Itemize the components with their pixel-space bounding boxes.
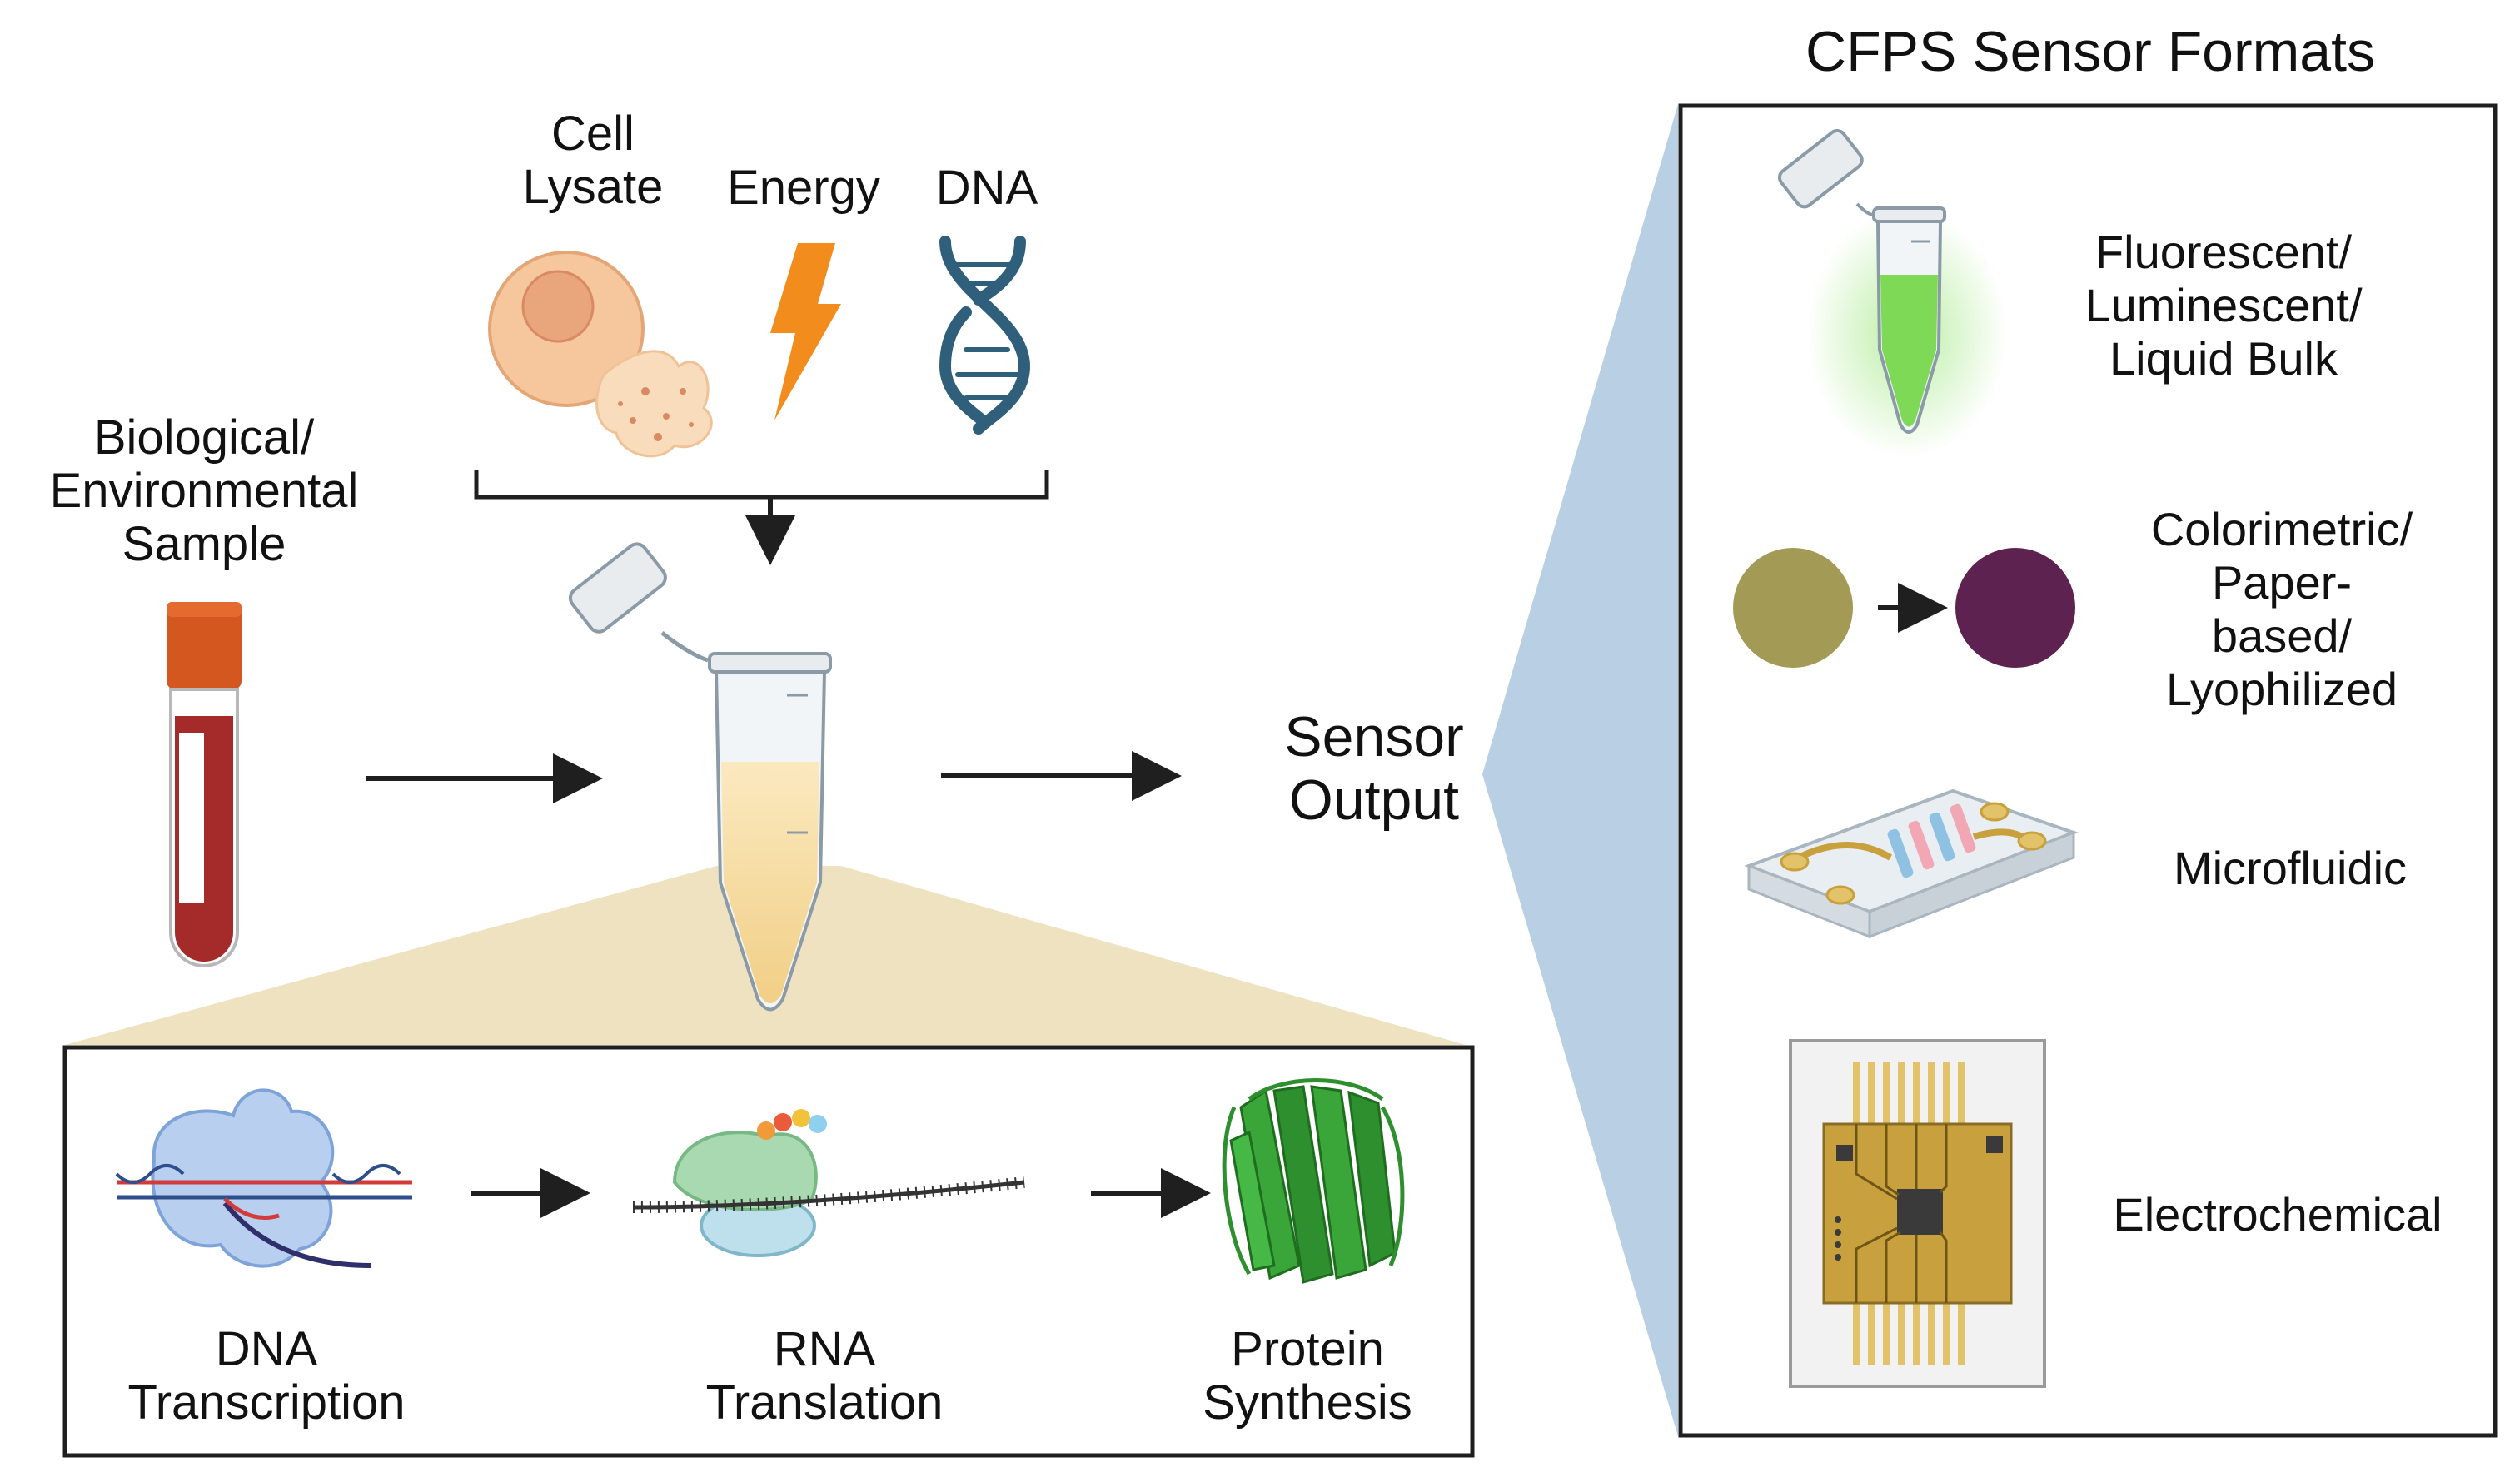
label-line: Transcription [127,1375,405,1430]
blood-tube-icon [167,602,242,967]
label-line: Colorimetric/ [2151,503,2413,555]
label-line: Biological/ [94,410,315,465]
rna-polymerase-icon [115,1088,412,1268]
label-line: Sample [122,517,286,571]
protein-icon [1222,1078,1405,1284]
dna-label: DNA [936,161,1038,215]
label-line: Cell [551,107,635,161]
label-line: Electrochemical [2113,1188,2442,1241]
cell-lysate-icon [488,251,713,458]
label-line: Energy [727,161,880,215]
format-label-colorimetric: Colorimetric/Paper-based/Lyophilized [2151,503,2413,715]
zoom-fan-formats [1482,104,1678,1436]
label-line: Lysate [523,160,664,214]
microfluidic-chip-icon [1744,788,2079,939]
label-line: Liquid Bulk [2109,332,2338,385]
electrode-chip-icon [1789,1039,2046,1388]
fluorescent-tube-icon [1777,128,2007,458]
label-line: Fluorescent/ [2095,226,2353,278]
ribosome-icon [632,1109,1025,1257]
label-line: Sensor [1284,705,1463,768]
label-line: Luminescent/ [2084,279,2363,331]
label-line: DNA [936,161,1038,215]
dna-helix-icon [939,236,1031,435]
label-line: based/ [2212,609,2353,662]
formats-title: CFPS Sensor Formats [1805,20,2375,83]
format-label-fluorescent: Fluorescent/Luminescent/Liquid Bulk [2084,226,2363,385]
label-line: Environmental [50,464,359,518]
label-line: Translation [706,1375,944,1430]
label-line: Paper- [2212,556,2352,609]
label-line: RNA [774,1322,876,1376]
energy-label: Energy [727,161,880,215]
label-line: Protein [1231,1322,1384,1376]
label-line: Lyophilized [2166,663,2398,715]
lightning-bolt-icon [770,243,841,420]
label-line: Output [1289,768,1459,832]
format-label-microfluidic: Microfluidic [2174,842,2407,894]
label-line: Microfluidic [2174,842,2407,894]
color-change-icon [1733,548,2075,668]
microcentrifuge-tube-icon [568,542,832,1012]
format-label-electrochemical: Electrochemical [2113,1188,2442,1241]
label-line: Synthesis [1203,1375,1412,1430]
label-line: DNA [216,1322,318,1376]
inputs-bracket [474,470,1049,500]
